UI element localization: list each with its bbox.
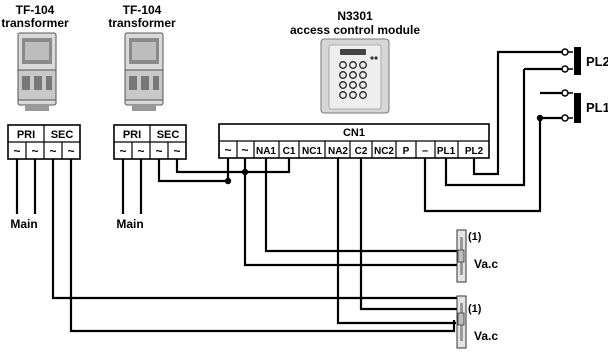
cn1-pin-3: NA1 <box>256 146 276 157</box>
wire-sec-1 <box>157 158 230 183</box>
transformer-right-model: TF-104 <box>123 3 162 17</box>
wire-sec-2 <box>175 158 291 174</box>
connector-title: CN1 <box>343 127 365 139</box>
right-pin-2: ~ <box>137 144 144 158</box>
transformer-left-terminals: PRI SEC ~ ~ ~ ~ <box>7 124 81 160</box>
cn1-pin-1: ~ <box>224 143 231 157</box>
left-pin-3: ~ <box>49 144 56 158</box>
lock-1-icon <box>456 229 467 283</box>
cn1-pin-9: P <box>403 146 410 157</box>
cn1-pin-6: NA2 <box>328 146 348 157</box>
cn1-pin-4: C1 <box>283 146 296 157</box>
wire-pl2 <box>472 50 563 176</box>
cn1-pin-2: ~ <box>241 143 248 157</box>
transformer-left-icon <box>17 32 57 111</box>
cn1-pin-7: C2 <box>355 146 368 157</box>
cn1-pin-11: PL1 <box>437 146 456 157</box>
transformer-right: TF-104 transformer PRI SEC ~ ~ ~ ~ Main <box>108 3 187 231</box>
transformer-right-icon <box>124 32 164 111</box>
wire-pl-common <box>423 118 542 213</box>
left-mains-label: Main <box>10 217 37 231</box>
wire-lock1-a <box>243 172 458 267</box>
wire-lock2-d <box>359 158 458 311</box>
left-pri-label: PRI <box>17 129 35 141</box>
lock-2-icon <box>456 295 467 349</box>
lock-1-note: (1) <box>468 231 482 243</box>
lock-2: (1) Va.c <box>456 295 498 349</box>
module-model: N3301 <box>337 9 373 23</box>
access-module: N3301 access control module <box>290 9 420 114</box>
right-pri-label: PRI <box>123 129 141 141</box>
junction-1 <box>224 177 232 185</box>
left-pin-4: ~ <box>67 144 74 158</box>
wire-lock2-b <box>69 159 456 333</box>
wire-lock1-b <box>264 158 458 253</box>
button-pl2-label: PL2 <box>586 54 608 69</box>
right-mains-label: Main <box>116 217 143 231</box>
lock-2-note: (1) <box>468 303 482 315</box>
button-pl1-label: PL1 <box>586 100 608 115</box>
right-sec-label: SEC <box>157 129 180 141</box>
junction-3 <box>536 114 544 122</box>
right-pin-1: ~ <box>119 144 126 158</box>
right-pin-3: ~ <box>155 144 162 158</box>
wire-lock2-a <box>51 159 458 300</box>
cn1-pin-5: NC1 <box>302 146 322 157</box>
keypad-icon <box>320 38 390 114</box>
cn1-pin-10: – <box>422 145 428 157</box>
left-sec-label: SEC <box>51 129 74 141</box>
transformer-right-name: transformer <box>108 16 176 30</box>
module-name: access control module <box>290 23 420 37</box>
lock-2-label: Va.c <box>474 329 498 343</box>
right-pin-4: ~ <box>173 144 180 158</box>
wire-lock2-c <box>336 158 456 325</box>
wire-pl1 <box>444 69 526 187</box>
transformer-left: TF-104 transformer PRI SEC ~ ~ ~ ~ Main <box>1 3 81 231</box>
wires <box>15 50 563 333</box>
transformer-right-terminals: PRI SEC ~ ~ ~ ~ <box>113 124 187 160</box>
left-pin-1: ~ <box>13 144 20 158</box>
button-pl1-icon <box>574 93 581 123</box>
cn1-pin-12: PL2 <box>465 146 484 157</box>
transformer-left-model: TF-104 <box>16 3 55 17</box>
button-pl2: PL2 <box>561 47 608 75</box>
button-pl1: PL1 <box>561 89 608 123</box>
connector-cn1: CN1 ~ ~ NA1 C1 NC1 NA2 C2 NC2 P – PL1 PL… <box>218 123 490 159</box>
transformer-left-name: transformer <box>1 16 69 30</box>
lock-1: (1) Va.c <box>456 229 498 283</box>
lock-1-label: Va.c <box>474 257 498 271</box>
left-pin-2: ~ <box>31 144 38 158</box>
cn1-pin-8: NC2 <box>374 146 394 157</box>
button-pl2-icon <box>574 47 581 75</box>
